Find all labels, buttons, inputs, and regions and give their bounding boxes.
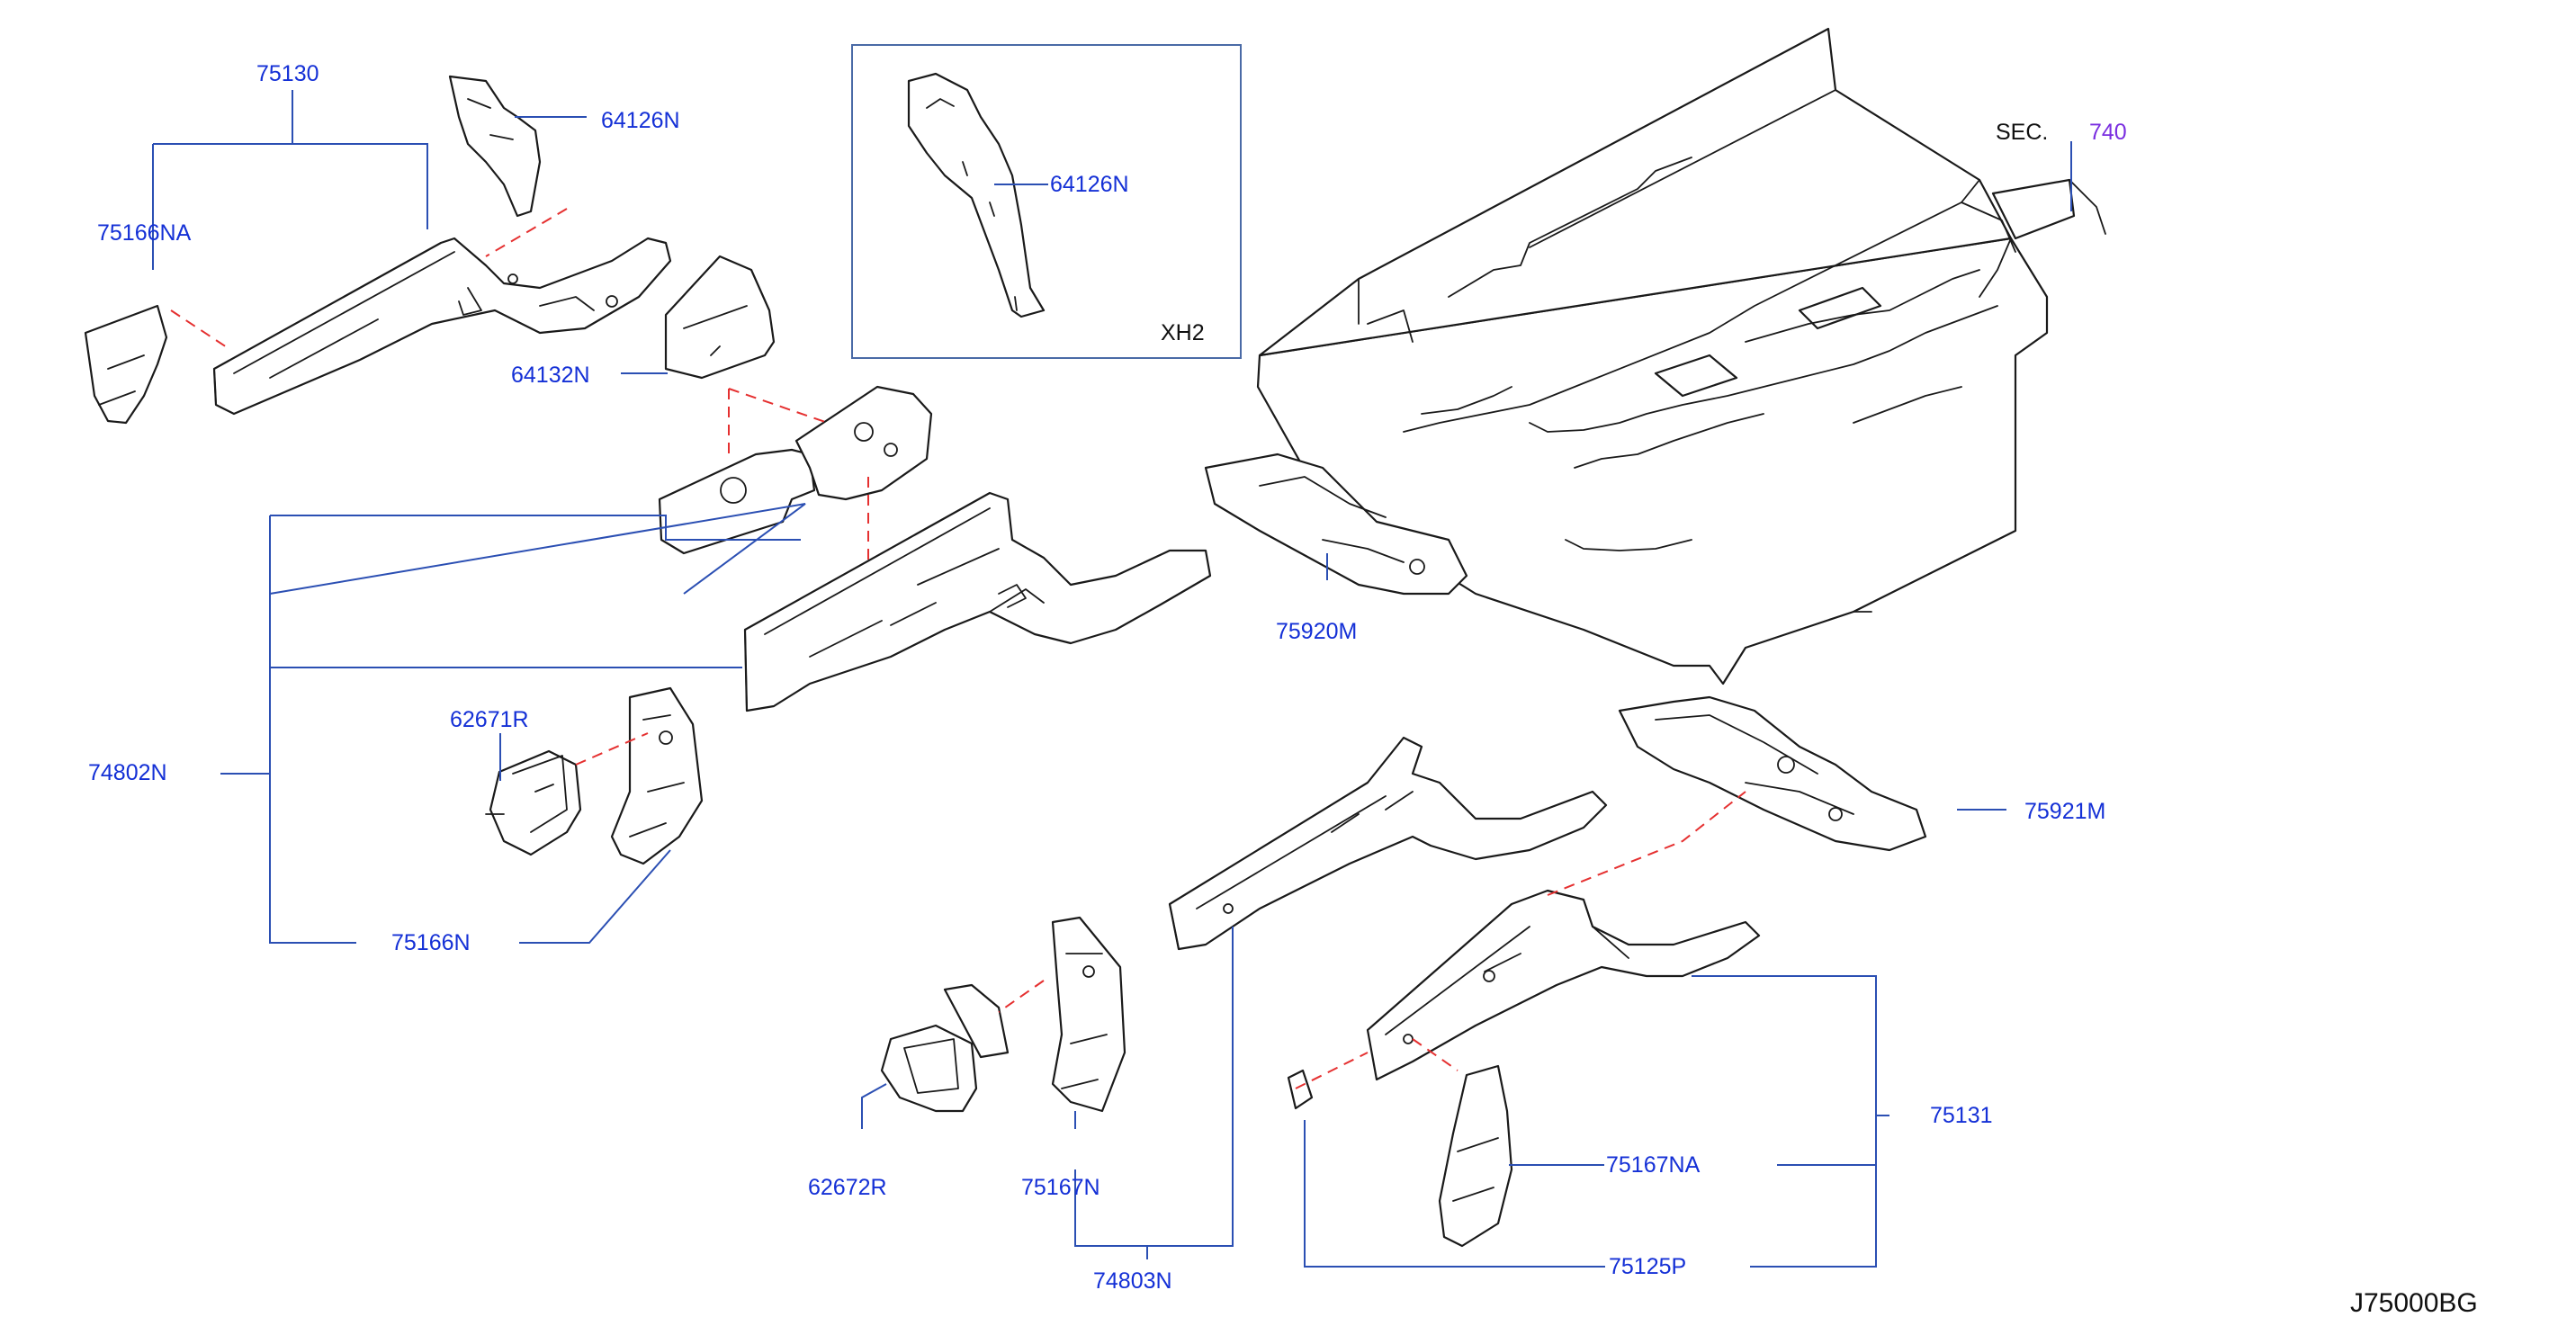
section-ref-prefix: SEC. <box>1996 120 2048 145</box>
floor-bracket-front-drawing <box>1204 452 1468 596</box>
front-hood-ridge-bracket-drawing <box>664 255 776 380</box>
inset-frame <box>851 44 1242 359</box>
label-75125P: 75125P <box>1609 1254 1686 1279</box>
rear-bracket-75167N-drawing <box>1051 916 1126 1113</box>
label-62671R: 62671R <box>450 707 529 732</box>
rear-bracket-62672R-drawing <box>880 983 1010 1113</box>
label-75166NA: 75166NA <box>97 220 192 246</box>
inset-variant-code: XH2 <box>1161 320 1205 345</box>
inset-bracket-drawing <box>907 72 1046 318</box>
label-74802N: 74802N <box>88 760 167 785</box>
label-75921M: 75921M <box>2024 799 2105 824</box>
label-75167NA: 75167NA <box>1606 1152 1701 1178</box>
label-62672R: 62672R <box>808 1175 887 1200</box>
label-74803N: 74803N <box>1093 1268 1172 1294</box>
label-75130: 75130 <box>256 61 319 86</box>
front-gusset-bracket-top-drawing <box>448 75 542 218</box>
rear-side-member-drawing <box>1168 736 1608 951</box>
label-64132N: 64132N <box>511 363 590 388</box>
label-75166N: 75166N <box>391 930 471 955</box>
label-75131: 75131 <box>1930 1103 1993 1128</box>
label-75167N: 75167N <box>1021 1175 1100 1200</box>
front-side-bracket-62671R-drawing <box>485 749 582 856</box>
label-75920M: 75920M <box>1276 619 1357 644</box>
front-side-member-left-drawing <box>84 237 672 425</box>
inset-label-64126N: 64126N <box>1050 172 1129 197</box>
front-side-bracket-75166N-drawing <box>610 686 704 865</box>
label-64126N: 64126N <box>601 108 680 133</box>
section-ref-number[interactable]: 740 <box>2089 120 2127 145</box>
assembly-dash-lines <box>170 208 1746 1089</box>
drawing-code: J75000BG <box>2350 1288 2478 1318</box>
leader-lines <box>152 90 2072 1268</box>
front-side-member-right-drawing <box>658 385 1212 712</box>
floor-bracket-rear-drawing <box>1618 695 1927 852</box>
rear-side-member-assembly-drawing <box>1287 889 1761 1248</box>
